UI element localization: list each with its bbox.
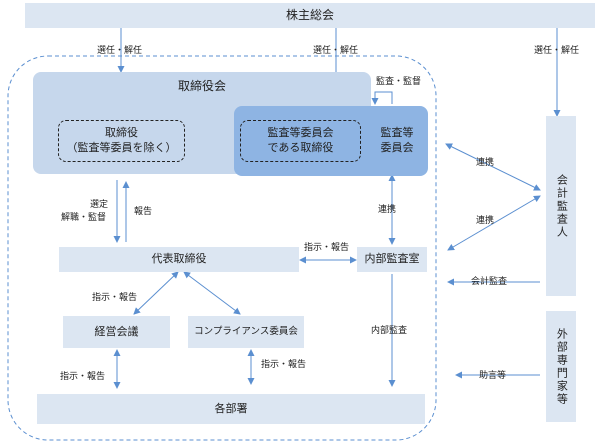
departments-box: 各部署 (37, 394, 425, 424)
label-accounting-audit: 会計監査 (471, 277, 508, 287)
external-experts-box: 外部専門家等 (546, 311, 576, 422)
directors-box: 取締役 （監査等委員を除く） (58, 120, 185, 162)
label-appoint-dismiss-board: 選任・解任 (97, 46, 143, 56)
label-instruct-departments-2: 指示・報告 (261, 360, 307, 370)
audit-committee-box (234, 106, 428, 176)
audit-committee-directors-box: 監査等委員会 である取締役 (240, 120, 361, 162)
shareholders-meeting-box: 株主総会 (25, 3, 595, 28)
label-appoint-dismiss-auditor: 選任・解任 (534, 46, 580, 56)
board-label: 取締役会 (177, 79, 226, 93)
label-appoint-dismiss-audit: 選任・解任 (313, 46, 359, 56)
representative-director-box: 代表取締役 (59, 247, 299, 272)
label-advice: 助言等 (479, 371, 507, 381)
label-report-board: 報告 (134, 207, 153, 217)
internal-audit-office-box: 内部監査室 (357, 247, 427, 272)
label-instruct-management: 指示・報告 (92, 293, 138, 303)
label-dismiss-oversee: 解職・監督 (61, 213, 107, 223)
label-instruct-internal: 指示・報告 (304, 243, 350, 253)
label-coordination-internal: 連携 (378, 205, 397, 215)
accounting-auditor-box: 会計監査人 (546, 116, 576, 296)
label-coordination-internal-audit: 連携 (476, 216, 495, 226)
arrow-audit-supervision (371, 91, 393, 105)
management-meeting-box: 経営会議 (63, 316, 170, 348)
label-appoint: 選定 (90, 200, 109, 210)
label-coordination-audit-committee: 連携 (476, 158, 495, 168)
arrow-instruct-compliance (183, 271, 241, 315)
compliance-committee-box: コンプライアンス委員会 (188, 316, 304, 348)
audit-committee-label: 監査等 委員会 (380, 126, 414, 154)
label-instruct-departments-1: 指示・報告 (60, 372, 106, 382)
arrow-instruct-management (133, 271, 179, 315)
label-internal-audit: 内部監査 (371, 326, 408, 336)
label-audit-supervision: 監査・監督 (376, 77, 422, 87)
